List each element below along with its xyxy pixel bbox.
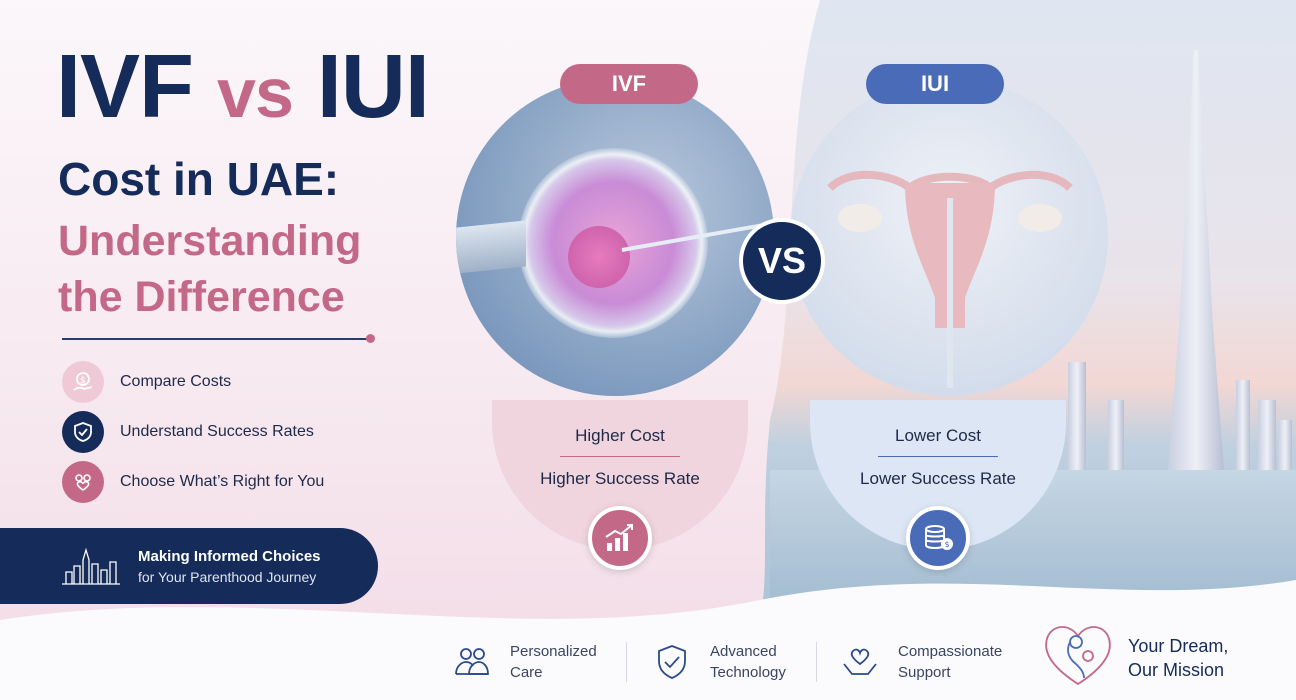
footer-label: Advanced Technology	[710, 643, 786, 681]
skyline-building	[1108, 400, 1124, 470]
feature-label: Understand Success Rates	[120, 423, 314, 440]
skyline-building	[1068, 362, 1086, 470]
title-subline: Cost in UAE:	[58, 153, 340, 205]
footer-separator	[626, 642, 627, 682]
dollar-hand-icon: $	[62, 361, 104, 403]
ivf-label-pill: IVF	[560, 64, 698, 104]
footer-compassionate-support: Compassionate Support	[838, 640, 1018, 684]
skyline-building	[1258, 400, 1276, 470]
city-skyline-icon	[62, 547, 120, 585]
cta-title: Making Informed Choices	[138, 547, 321, 565]
feature-label: Choose What’s Right for You	[120, 473, 325, 490]
divider	[62, 338, 368, 340]
ivf-success: Higher Success Rate	[540, 469, 700, 488]
ivf-card-divider	[560, 456, 680, 457]
title-tagline: Understanding the Difference	[58, 217, 362, 321]
iui-card-divider	[878, 456, 998, 457]
iui-uterus-image	[790, 78, 1108, 396]
title-vs: vs	[217, 54, 294, 132]
ivf-cost: Higher Cost	[575, 426, 665, 445]
shield-check-icon	[650, 640, 694, 684]
title-ivf: IVF	[56, 37, 194, 137]
iui-cost: Lower Cost	[895, 426, 981, 445]
vs-badge: VS	[739, 218, 825, 304]
footer-separator	[816, 642, 817, 682]
title-iui: IUI	[316, 37, 430, 137]
feature-success-rates: Understand Success Rates	[62, 411, 314, 453]
page-title: IVF vs IUI	[56, 42, 430, 132]
coins-icon: $	[906, 506, 970, 570]
cta-subtitle: for Your Parenthood Journey	[138, 568, 317, 585]
people-icon	[450, 640, 494, 684]
footer-label: Personalized Care	[510, 643, 597, 681]
chart-up-icon	[588, 506, 652, 570]
ivf-label: IVF	[611, 71, 647, 96]
cta-banner: Making Informed Choices for Your Parenth…	[0, 528, 378, 604]
iui-success: Lower Success Rate	[860, 469, 1016, 488]
divider-dot	[366, 334, 375, 343]
feature-label: Compare Costs	[120, 373, 232, 390]
iui-label: IUI	[920, 71, 950, 96]
skyline-building	[1278, 420, 1292, 470]
mother-child-heart-logo	[1045, 626, 1111, 686]
skyline-building	[1236, 380, 1250, 470]
people-heart-icon	[62, 461, 104, 503]
feature-choose: Choose What’s Right for You	[62, 461, 324, 503]
footer-personalized-care: Personalized Care	[450, 640, 620, 684]
mission-tagline: Your Dream, Our Mission	[1128, 636, 1229, 680]
ivf-egg-image	[456, 78, 774, 396]
footer-advanced-technology: Advanced Technology	[650, 640, 820, 684]
feature-compare-costs: $ Compare Costs	[62, 361, 231, 403]
shield-check-icon	[62, 411, 104, 453]
svg-text:$: $	[944, 540, 949, 549]
footer-label: Compassionate Support	[898, 643, 1003, 681]
hands-heart-icon	[838, 640, 882, 684]
iui-label-pill: IUI	[866, 64, 1004, 104]
svg-text:$: $	[80, 376, 86, 386]
